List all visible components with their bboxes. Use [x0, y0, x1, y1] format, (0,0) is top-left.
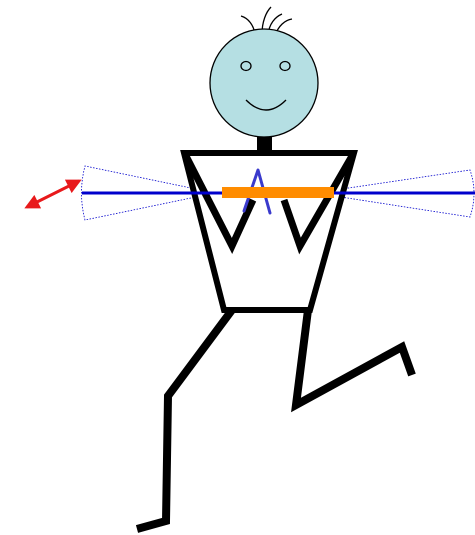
- orange-bar: [222, 187, 334, 198]
- right-leg: [296, 310, 412, 405]
- torso: [184, 153, 354, 310]
- double-arrow-icon: [27, 181, 79, 207]
- left-leg: [137, 310, 232, 529]
- head: [210, 29, 318, 137]
